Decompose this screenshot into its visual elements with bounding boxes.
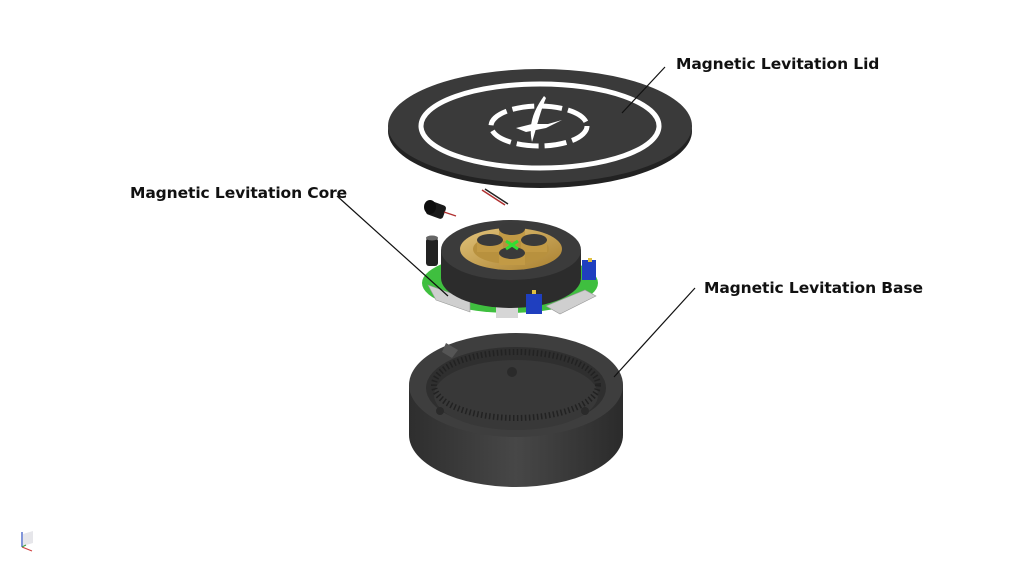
lid-inner-ring [488, 103, 590, 149]
core-part [422, 200, 598, 318]
core-led-sensor [505, 239, 519, 251]
core-bracket-right [545, 289, 597, 315]
lid-part [388, 69, 692, 188]
base-post [436, 407, 444, 415]
lid-outer-ring [418, 81, 662, 171]
base-part [409, 333, 623, 487]
base-post [507, 367, 517, 377]
base-post [581, 407, 589, 415]
leader-line-base [613, 287, 696, 378]
leader-line-core [336, 195, 449, 297]
lid-logo-bar [516, 120, 562, 132]
leader-line-lid [621, 66, 666, 114]
label-base: Magnetic Levitation Base [704, 279, 923, 297]
label-core: Magnetic Levitation Core [130, 184, 348, 202]
base-vent-ring [431, 349, 601, 421]
core-capacitor [426, 238, 438, 266]
core-connector-front [526, 294, 542, 314]
core-magnets [477, 223, 547, 265]
core-connector-right [582, 260, 596, 280]
base-cable-slot [442, 343, 458, 358]
core-dc-jack [424, 200, 457, 219]
label-lid: Magnetic Levitation Lid [676, 55, 880, 73]
view-orientation-icon[interactable] [18, 528, 40, 552]
lid-logo-swoosh [530, 96, 546, 142]
core-bracket-front [496, 306, 518, 318]
